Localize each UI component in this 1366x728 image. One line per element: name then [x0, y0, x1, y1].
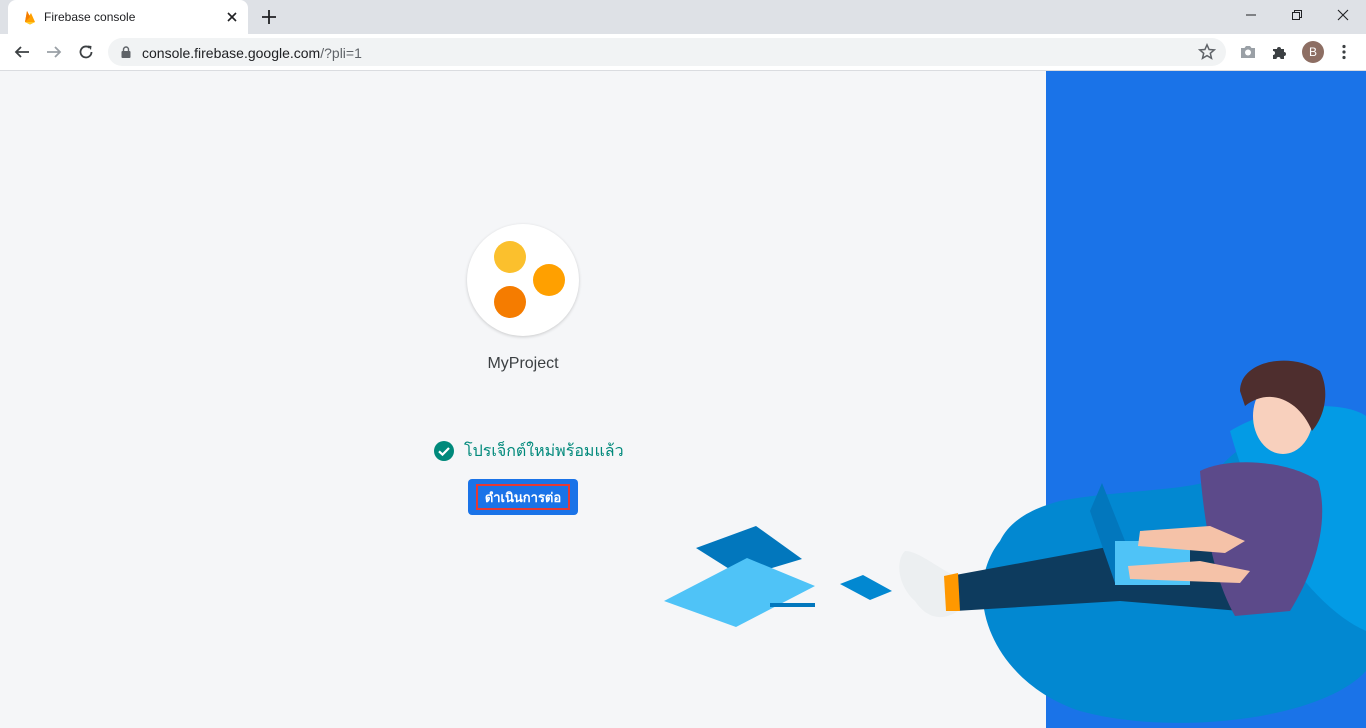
restore-icon	[1292, 10, 1302, 20]
check-circle-icon	[434, 441, 454, 461]
close-window-button[interactable]	[1320, 0, 1366, 30]
profile-initial: B	[1308, 45, 1317, 59]
continue-button-highlight: ดำเนินการต่อ	[476, 484, 570, 510]
puzzle-icon	[1273, 47, 1286, 59]
firebase-flame-icon	[25, 11, 35, 25]
new-tab-icon[interactable]	[260, 8, 278, 26]
restore-button[interactable]	[1274, 0, 1320, 30]
close-icon	[1337, 9, 1349, 21]
address-bar[interactable]: console.firebase.google.com/?pli=1	[108, 38, 1226, 66]
camera-icon	[1241, 46, 1255, 58]
url-text: console.firebase.google.com/?pli=1	[142, 45, 362, 61]
avatar-dot-orange	[533, 264, 565, 296]
project-avatar	[467, 224, 579, 336]
ready-message: โปรเจ็กต์ใหม่พร้อมแล้ว	[464, 442, 624, 460]
url-host: console.firebase.google.com	[142, 45, 321, 61]
project-ready-status: โปรเจ็กต์ใหม่พร้อมแล้ว	[433, 439, 624, 463]
close-tab-icon[interactable]	[224, 9, 240, 25]
minimize-button[interactable]	[1228, 0, 1274, 30]
arrow-right-icon	[47, 46, 62, 58]
forward-button[interactable]	[42, 40, 66, 64]
reload-button[interactable]	[74, 40, 98, 64]
avatar-dot-yellow	[494, 241, 526, 273]
back-button[interactable]	[10, 40, 34, 64]
lock-icon	[121, 46, 131, 58]
url-path: /?pli=1	[320, 45, 362, 61]
chrome-menu-button[interactable]	[1334, 42, 1354, 62]
avatar-dot-dark-orange	[494, 286, 526, 318]
continue-button-label: ดำเนินการต่อ	[484, 489, 562, 505]
continue-button[interactable]: ดำเนินการต่อ	[468, 479, 578, 515]
person-with-laptop-illustration	[664, 360, 1366, 723]
page-content: MyProject โปรเจ็กต์ใหม่พร้อมแล้ว ดำเนินก…	[0, 71, 1366, 728]
browser-toolbar: console.firebase.google.com/?pli=1 B	[0, 34, 1366, 71]
tab-title: Firebase console	[44, 10, 136, 24]
project-name: MyProject	[487, 355, 559, 372]
screenshot-button[interactable]	[1238, 42, 1258, 62]
browser-titlebar: Firebase console	[0, 0, 1366, 34]
arrow-left-icon	[14, 46, 29, 58]
bookmark-star-icon[interactable]	[1198, 43, 1216, 61]
extensions-button[interactable]	[1270, 42, 1290, 62]
minimize-icon	[1246, 14, 1256, 16]
profile-avatar[interactable]: B	[1302, 41, 1324, 63]
more-vert-icon	[1342, 44, 1346, 60]
browser-tab[interactable]: Firebase console	[8, 0, 248, 34]
reload-icon	[79, 45, 93, 59]
